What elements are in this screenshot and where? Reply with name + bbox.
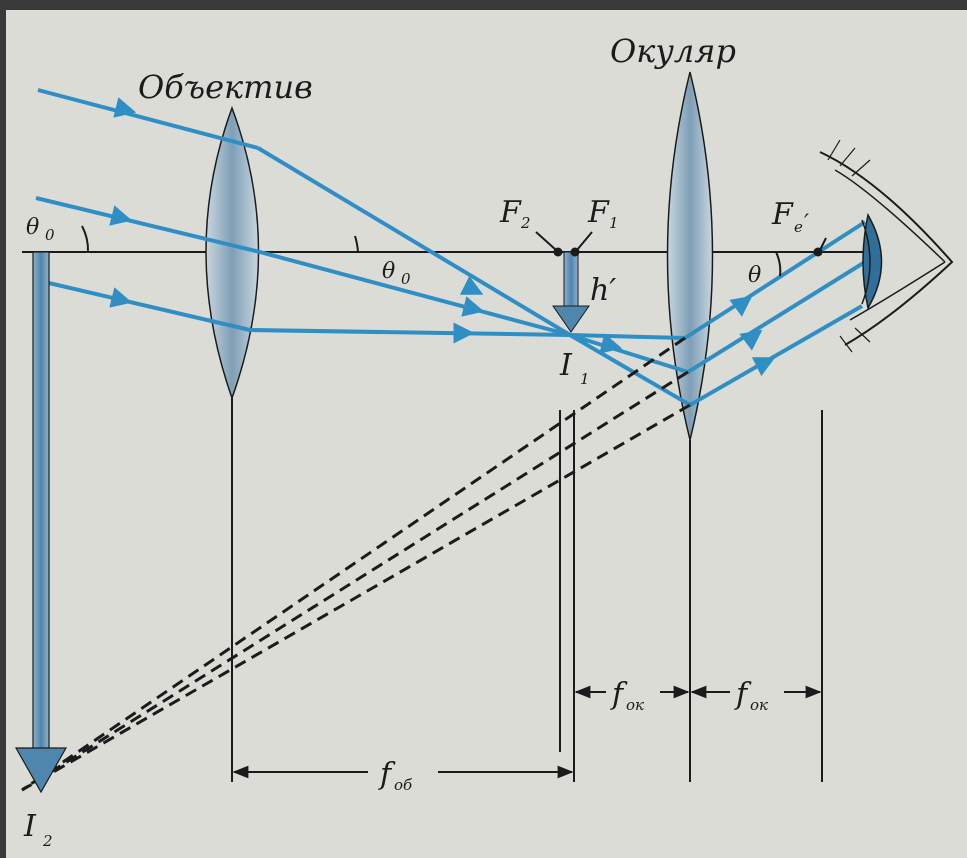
- ray-low-arrow: [109, 287, 133, 308]
- image-i1-arrow-shaft: [563, 251, 579, 311]
- objective-label: Объектив: [138, 68, 313, 106]
- ray-eyepiece-arrow-2: [729, 295, 753, 317]
- angle-arc-theta0-mid: [354, 235, 359, 253]
- ray-low-incoming: [35, 278, 251, 332]
- ray-mid-arrow-2: [461, 296, 485, 317]
- angle-arc-theta0-left: [81, 225, 90, 253]
- ray-eyepiece-arrow-4: [751, 357, 776, 377]
- angle-arc-theta: [775, 251, 782, 277]
- image-i2-arrow-shaft: [32, 251, 50, 753]
- fe-leader: [819, 237, 827, 251]
- ray-top-refracted: [256, 146, 572, 337]
- f2-sub: 2: [520, 214, 531, 232]
- dimension-f-ob-label-bg: [368, 758, 438, 788]
- paper-background: [6, 10, 967, 858]
- h-prime-label: h′: [590, 273, 616, 308]
- f1-label: F: [587, 195, 610, 230]
- ray-top-incoming: [37, 88, 259, 150]
- f2-leader: [535, 231, 557, 251]
- theta0-mid-sub: 0: [401, 270, 411, 288]
- theta-label: θ: [748, 263, 761, 288]
- fe-label: F: [771, 197, 794, 232]
- ray-top-arrow: [113, 97, 137, 118]
- i1-sub: 1: [580, 370, 590, 388]
- theta0-mid-label: θ: [382, 259, 395, 284]
- f-ok-2-sub: ок: [750, 696, 768, 714]
- image-i1-arrow-head: [552, 305, 590, 333]
- i1-label: I: [559, 348, 573, 383]
- ray-eyepiece-arrow-1: [599, 333, 623, 354]
- dimension-f-ok-2-label-bg: [730, 678, 784, 708]
- theta0-left-sub: 0: [45, 226, 55, 244]
- ray-mid-refracted: [259, 250, 571, 337]
- fe-prime: ′: [804, 211, 809, 236]
- f-ok-1-sub: ок: [626, 696, 644, 714]
- ray-mid-arrow: [109, 205, 133, 226]
- image-i2-arrow-head: [14, 747, 68, 794]
- f2-label: F: [499, 195, 522, 230]
- ray-mid-incoming: [35, 196, 261, 254]
- fe-sub: e: [794, 218, 803, 236]
- ray-top-arrow-2: [459, 275, 484, 295]
- i2-sub: 2: [42, 832, 53, 850]
- eyepiece-label: Окуляр: [610, 32, 736, 70]
- dimension-f-ok-1-label-bg: [606, 678, 660, 708]
- virtual-ray-3: [21, 403, 691, 792]
- f1-leader: [576, 231, 593, 251]
- ray-eyepiece-arrow-3: [739, 329, 763, 351]
- virtual-ray-1: [21, 336, 686, 792]
- virtual-ray-2: [21, 370, 689, 792]
- theta0-left-label: θ: [26, 215, 39, 240]
- eye-icon: [819, 139, 954, 353]
- f-ob-sub: об: [394, 776, 413, 794]
- ray-low-refracted: [249, 328, 571, 337]
- f1-sub: 1: [609, 214, 619, 232]
- i2-label: I: [23, 809, 37, 844]
